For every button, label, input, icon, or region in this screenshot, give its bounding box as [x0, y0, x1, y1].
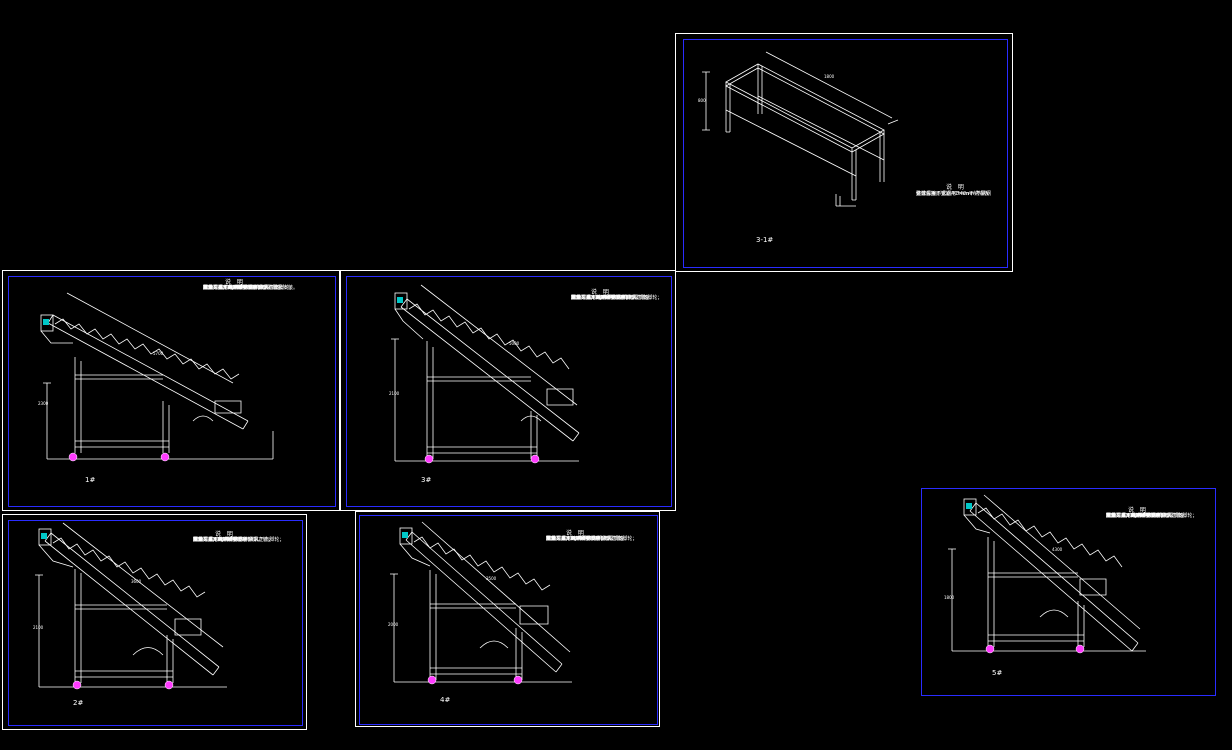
- sheet-frame: [359, 515, 658, 725]
- note-line: 机身：采用304不锈钢制作；: [193, 537, 258, 543]
- height-dimension: 2300: [38, 401, 49, 406]
- note-line: 产量：800kg/小时: [571, 295, 614, 301]
- sheet-frame: [8, 276, 336, 507]
- note-line: 附加配置：其中一万向带刹车。: [571, 295, 642, 301]
- note-line: 下料高度：: [203, 285, 229, 291]
- note-line: 支架：采用不锈钢材料；: [1106, 513, 1162, 519]
- length-dimension: 5000: [509, 341, 520, 346]
- drawing-sheet-4: 3500 2000 说 明 机身：采用304不锈钢制作； 链：采用304不锈钢链…: [355, 511, 660, 727]
- sheet-label: 4#: [440, 696, 451, 704]
- note-line: 底盘：选用不锈钢材料；: [203, 285, 259, 291]
- note-line: 下料高度：: [1106, 513, 1132, 519]
- conveyor-drawing-3: [391, 284, 580, 464]
- note-line: 脚轮：采用4*75*4*12*100L万向脚轮；: [203, 285, 295, 291]
- sheet-label: 3-1#: [756, 236, 774, 244]
- note-line: 产量：300kg/小时: [546, 536, 589, 542]
- note-line: 产量：300kg/小时: [193, 537, 236, 543]
- note-line: 支架：采用40*40mm不锈钢方管；: [571, 295, 651, 301]
- conveyor-drawing-1: [40, 292, 274, 462]
- note-line: 下料高度：: [571, 295, 597, 301]
- note-line: 支架：采用不锈钢材料；: [193, 537, 249, 543]
- note-line: 支架：采用40*40mm不锈钢方管；: [193, 537, 273, 543]
- drawing-sheet-5: 4300 1800 说 明 机身：采用304不锈钢制作； 链：采用304不锈钢链…: [921, 488, 1216, 696]
- length-dimension: 4300: [1052, 547, 1063, 552]
- note-line: 传动方式：: [546, 536, 572, 542]
- length-dimension: 1800: [824, 74, 835, 79]
- note-line: 附加配置：其中一万向带刹车。: [1106, 513, 1177, 519]
- note-line: 附加配置：其中一万向带刹车。: [193, 537, 264, 543]
- note-line: 下料高度：: [193, 537, 219, 543]
- note-line: 电机：采用0.75千瓦电机,无极调速；: [571, 295, 654, 301]
- workbench-drawing: [702, 51, 899, 207]
- note-line: 支架：采用40*40mm不锈钢方管；: [203, 285, 283, 291]
- note-line: 底盘：选用不锈钢材料；: [571, 295, 627, 301]
- height-dimension: 1800: [944, 595, 955, 600]
- notes-title: 说 明: [591, 289, 611, 296]
- note-line: 产量：800kg/小时: [203, 285, 246, 291]
- note-line: 电机：采用0.75千瓦电机,无极调速；: [203, 285, 286, 291]
- conveyor-drawing-5: [948, 494, 1146, 654]
- note-line: 机身：采用304不锈钢制作；: [546, 536, 611, 542]
- note-line: 支架：采用40*40mm不锈钢方管；: [1106, 513, 1186, 519]
- note-line: 链：采用304不锈钢链条；: [203, 285, 263, 291]
- note-line: 链：采用304不锈钢链条；: [571, 295, 631, 301]
- note-line: 方管焊接，上面用3mm不锈钢板: [916, 191, 989, 197]
- note-line: 机身：采用304不锈钢制作；: [203, 285, 268, 291]
- height-dimension: 2000: [388, 622, 399, 627]
- note-line: 电机：采用0.75千瓦；: [193, 537, 245, 543]
- note-line: 链：采用304不锈钢链条；: [546, 536, 606, 542]
- notes-title: 说 明: [215, 531, 235, 538]
- sheet-label: 3#: [421, 476, 432, 484]
- note-line: 产量：300kg/小时: [1106, 513, 1149, 519]
- notes-title: 说 明: [225, 279, 245, 286]
- note-line: 传动方式：采用不锈钢材料；: [1106, 513, 1172, 519]
- sheet-frame: [8, 520, 303, 726]
- sheet-label: 1#: [85, 476, 96, 484]
- length-dimension: 3600: [131, 579, 142, 584]
- height-dimension: 800: [698, 98, 706, 103]
- conveyor-drawing-2: [35, 522, 227, 690]
- note-line: 做成台面形式。: [916, 191, 952, 197]
- note-line: 附加配置：其中一万向带刹车。: [203, 285, 274, 291]
- note-line: 链：采用304不锈钢链条；: [193, 537, 253, 543]
- note-line: 电机：采用0.75千瓦电机,无极调速；: [546, 536, 629, 542]
- note-line: 机身：采用304不锈钢制作；: [1106, 513, 1171, 519]
- height-dimension: 2100: [33, 625, 44, 630]
- drawing-sheet-3: 5000 2100 说 明 机身：采用304不锈钢材料； 链：采用304不锈钢链…: [340, 270, 676, 511]
- note-line: 传动方式：采用不锈钢材料；: [203, 285, 269, 291]
- drawing-sheet-3-1: 1800 800 说 明 整体采用不锈钢40*40mm不锈钢 方管焊接，上面用3…: [675, 33, 1013, 272]
- note-line: 附加配置：其中一万向带刹车。: [546, 536, 617, 542]
- sheet-frame: [683, 39, 1008, 268]
- notes-title: 说 明: [566, 530, 586, 537]
- note-line: 机身：采用304不锈钢材料；: [571, 295, 636, 301]
- sheet-label: 2#: [73, 699, 84, 707]
- note-line: 传动方式：: [193, 537, 219, 543]
- length-dimension: 5700: [153, 351, 164, 356]
- drawing-sheet-1: 5700 2300 说 明 机身：采用304不锈钢制作； 链：采用304不锈钢链…: [2, 270, 340, 511]
- note-line: 链：采用304不锈钢链条；: [1106, 513, 1166, 519]
- note-line: 脚轮：采用4*75*4*12*100L万向脚轮；: [546, 536, 638, 542]
- note-line: 电机：采用0.75千瓦电机,无极调速；: [1106, 513, 1189, 519]
- note-line: 传动方式：采用不锈钢材料；: [571, 295, 637, 301]
- note-line: 支架：采用不锈钢材料；: [546, 536, 602, 542]
- note-line: 在用户提供下料数，做好现场布置及安装。: [203, 285, 299, 291]
- notes-title: 说 明: [1128, 507, 1148, 514]
- note-line: 下料高度：: [546, 536, 572, 542]
- note-line: 脚轮：采用4*75*4*12*100L万向脚轮；: [1106, 513, 1198, 519]
- note-line: 脚轮：采用4*75*4*12*100L万向脚轮；: [571, 295, 663, 301]
- conveyor-drawing-4: [390, 521, 572, 685]
- length-dimension: 3500: [486, 576, 497, 581]
- sheet-frame: [346, 276, 672, 507]
- drawing-sheet-2: 3600 2100 说 明 机身：采用304不锈钢制作； 链：采用304不锈钢链…: [2, 514, 307, 730]
- sheet-label: 5#: [992, 669, 1003, 677]
- note-line: 支架：采用40*40mm不锈钢方管；: [546, 536, 626, 542]
- height-dimension: 2100: [389, 391, 400, 396]
- note-line: 脚轮：采用4*75*4*12*100L万向脚轮；: [193, 537, 285, 543]
- notes-title: 说 明: [946, 184, 966, 191]
- note-line: 整体采用不锈钢40*40mm不锈钢: [916, 191, 991, 197]
